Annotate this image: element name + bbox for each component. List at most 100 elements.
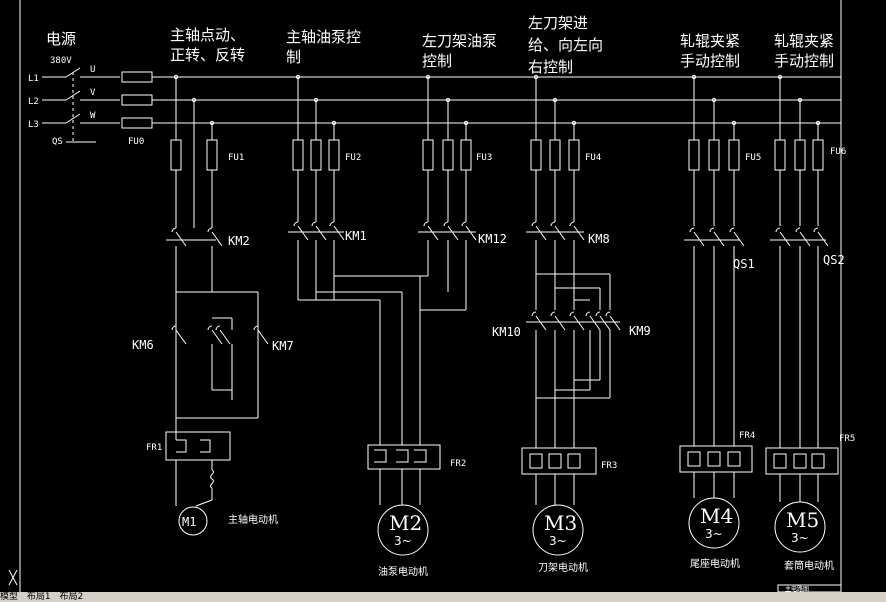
svg-text:控制: 控制 — [422, 52, 452, 70]
contactor-km6-label: KM6 — [132, 338, 154, 352]
relay-fr2 — [367, 444, 441, 470]
heading-pump-2: 制 — [286, 48, 301, 66]
fuse-fu0-label: FU0 — [128, 137, 144, 147]
motor-m3-caption: 刀架电动机 — [538, 561, 588, 574]
relay-fr4 — [679, 445, 753, 473]
motor-m1-label: M1 — [182, 515, 196, 529]
fuse-fu1 — [206, 139, 218, 171]
relay-fr4 — [707, 451, 721, 467]
contactor-km10-label: KM10 — [492, 325, 521, 339]
relay-fr3 — [521, 447, 597, 475]
motor-m3-sub: 3~ — [549, 534, 567, 548]
heading-lfeed-3: 右控制 — [528, 58, 573, 76]
relay-fr5 — [793, 453, 807, 469]
wire — [195, 499, 213, 507]
ucs-icon — [8, 569, 18, 586]
relay-fr2 — [414, 449, 427, 463]
relay-fr3 — [548, 453, 562, 469]
svg-text:右控制: 右控制 — [528, 58, 573, 76]
phase-v: V — [90, 88, 96, 98]
contact-km8 — [569, 221, 575, 227]
contact-km6 — [175, 329, 187, 345]
contactor-km8-label: KM8 — [588, 232, 610, 246]
tab-layout2[interactable]: 布局2 — [59, 592, 84, 602]
relay-fr4-label: FR4 — [739, 431, 755, 441]
relay-fr2 — [396, 449, 409, 463]
inductor — [210, 469, 214, 489]
svg-text:给、向左向: 给、向左向 — [528, 36, 603, 54]
heading-clamp2-1: 轧辊夹紧 — [774, 32, 834, 50]
contact-km7 — [219, 329, 231, 345]
heading-clamp2-2: 手动控制 — [774, 52, 834, 70]
circuit-drawing — [165, 74, 839, 507]
heading-lfeed-2: 给、向左向 — [528, 36, 603, 54]
contact-km10 — [569, 311, 575, 317]
contact-km10 — [554, 315, 566, 331]
fuse-fu1-label: FU1 — [228, 153, 244, 163]
fuse-fu0 — [121, 71, 153, 129]
heading-clamp1-2: 手动控制 — [680, 52, 740, 70]
switch-qs2 — [779, 231, 791, 247]
heading-clamp1-1: 轧辊夹紧 — [680, 32, 740, 50]
contactor-km12-label: KM12 — [478, 232, 507, 246]
fuse-fu2 — [310, 139, 322, 171]
title-block-text: 主电路图 — [785, 585, 809, 593]
relay-fr4 — [687, 451, 701, 467]
contact-km8 — [531, 221, 537, 227]
contact-km6 — [207, 325, 213, 331]
relay-fr1 — [165, 431, 231, 461]
svg-text:轧辊夹紧: 轧辊夹紧 — [680, 32, 740, 50]
heading-pump-1: 主轴油泵控 — [286, 28, 361, 46]
motor-m2: M2 3~ — [377, 504, 429, 556]
relay-fr4 — [727, 451, 741, 467]
fuse-fu5 — [708, 139, 720, 171]
relay-fr1-label: FR1 — [146, 443, 162, 453]
contactor-km7-label: KM7 — [272, 339, 294, 353]
motor-m1: M1 — [178, 506, 208, 536]
heading-power: 电源 — [46, 30, 76, 48]
fuse-fu6 — [774, 139, 786, 171]
tab-model[interactable]: 模型 — [0, 592, 19, 602]
phase-w: W — [90, 111, 96, 121]
switch-qs1 — [729, 227, 735, 233]
switch-qs1 — [733, 231, 745, 247]
contactor-km9-label: KM9 — [629, 324, 651, 338]
contact-km1 — [315, 225, 327, 241]
svg-text:左刀架油泵: 左刀架油泵 — [422, 32, 497, 50]
contact-km8 — [550, 221, 556, 227]
contact-km12 — [443, 221, 449, 227]
motor-m3-label: M3 — [544, 511, 577, 535]
contact-km8 — [535, 225, 547, 241]
contact-km12 — [423, 221, 429, 227]
relay-fr5 — [811, 453, 825, 469]
switch-qs1 — [713, 231, 725, 247]
svg-text:制: 制 — [286, 48, 301, 66]
fuse-fu5 — [728, 139, 740, 171]
motor-m5-sub: 3~ — [791, 531, 809, 545]
switch-qs1 — [709, 227, 715, 233]
fuse-fu4 — [549, 139, 561, 171]
contact-km2 — [207, 227, 213, 233]
contact-km12 — [427, 225, 439, 241]
fuse-fu4 — [530, 139, 542, 171]
motor-m2-sub: 3~ — [394, 534, 412, 548]
contact-km9 — [599, 315, 611, 331]
switch-qs2 — [799, 231, 811, 247]
relay-fr2-label: FR2 — [450, 459, 466, 469]
contact-km10 — [550, 311, 556, 317]
switch-qs2-label: QS2 — [823, 253, 845, 267]
contact-km1 — [293, 221, 299, 227]
motor-m4: M4 3~ — [688, 497, 740, 549]
switch-qs2 — [813, 227, 819, 233]
relay-fr5 — [765, 447, 839, 475]
fuse-fu6 — [812, 139, 824, 171]
fuse-fu5 — [688, 139, 700, 171]
tab-layout1[interactable]: 布局1 — [26, 592, 51, 602]
svg-text:主轴点动、: 主轴点动、 — [170, 26, 245, 44]
switch-qs2 — [775, 227, 781, 233]
contact-km1 — [333, 225, 345, 241]
fuse-fu4 — [568, 139, 580, 171]
relay-fr5 — [773, 453, 787, 469]
motor-m1-caption: 主轴电动机 — [228, 513, 278, 526]
line-l2: L2 — [28, 97, 39, 107]
